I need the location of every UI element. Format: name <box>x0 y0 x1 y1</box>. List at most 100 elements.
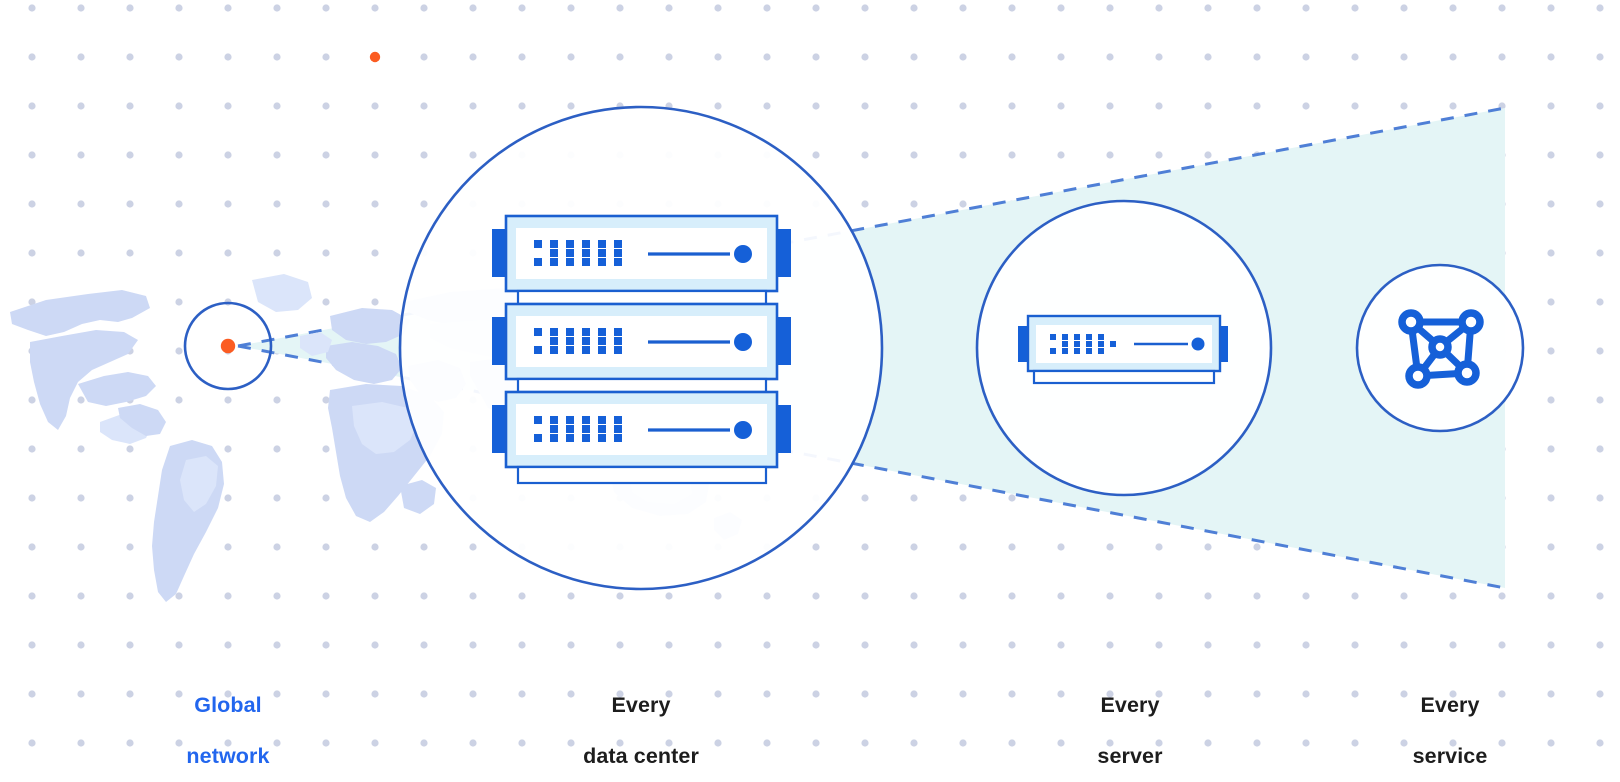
grid-dot <box>420 200 428 208</box>
grid-dot <box>273 151 281 159</box>
grid-dot <box>420 151 428 159</box>
grid-dot <box>28 53 36 61</box>
grid-dot <box>1155 4 1163 12</box>
grid-dot <box>1253 592 1261 600</box>
grid-dot <box>518 102 526 110</box>
grid-dot <box>126 4 134 12</box>
grid-dot <box>273 494 281 502</box>
grid-dot <box>126 641 134 649</box>
grid-dot <box>812 739 820 747</box>
grid-dot <box>812 592 820 600</box>
grid-dot <box>175 298 183 306</box>
grid-dot-orange <box>369 51 381 63</box>
grid-dot <box>77 4 85 12</box>
grid-dot <box>616 53 624 61</box>
grid-dot <box>224 739 232 747</box>
grid-dot <box>910 592 918 600</box>
grid-dot <box>1400 690 1408 698</box>
grid-dot <box>224 53 232 61</box>
grid-dot <box>1547 396 1555 404</box>
grid-dot <box>1008 739 1016 747</box>
grid-dot <box>1547 347 1555 355</box>
grid-dot <box>273 543 281 551</box>
grid-dot <box>126 592 134 600</box>
grid-dot <box>224 445 232 453</box>
grid-dot <box>1596 298 1604 306</box>
grid-dot <box>1449 53 1457 61</box>
grid-dot <box>126 53 134 61</box>
grid-dot <box>861 4 869 12</box>
grid-dot <box>126 200 134 208</box>
map-hotspot-dot <box>220 338 236 354</box>
grid-dot <box>1400 4 1408 12</box>
grid-dot <box>1498 641 1506 649</box>
grid-dot <box>1449 690 1457 698</box>
grid-dot <box>371 102 379 110</box>
grid-dot <box>175 4 183 12</box>
grid-dot <box>28 592 36 600</box>
grid-dot <box>1008 494 1016 502</box>
grid-dot <box>1204 739 1212 747</box>
grid-dot <box>273 53 281 61</box>
grid-dot <box>1057 641 1065 649</box>
grid-dot <box>126 543 134 551</box>
grid-dot <box>665 739 673 747</box>
grid-dot <box>77 445 85 453</box>
grid-dot <box>1008 53 1016 61</box>
grid-dot <box>273 102 281 110</box>
grid-dot <box>861 739 869 747</box>
grid-dot <box>1204 543 1212 551</box>
grid-dot <box>1204 690 1212 698</box>
grid-dot <box>714 592 722 600</box>
grid-dot <box>910 4 918 12</box>
grid-dot <box>910 53 918 61</box>
grid-dot <box>1351 4 1359 12</box>
grid-dot <box>861 690 869 698</box>
grid-dot <box>1057 102 1065 110</box>
grid-dot <box>1351 102 1359 110</box>
grid-dot <box>861 151 869 159</box>
grid-dot <box>322 102 330 110</box>
grid-dot <box>371 200 379 208</box>
grid-dot <box>812 53 820 61</box>
grid-dot <box>861 53 869 61</box>
grid-dot <box>28 690 36 698</box>
grid-dot <box>1253 641 1261 649</box>
grid-dot <box>1204 641 1212 649</box>
stage-circle-global-network[interactable] <box>183 301 273 391</box>
grid-dot <box>28 543 36 551</box>
grid-dot <box>1596 592 1604 600</box>
grid-dot <box>224 4 232 12</box>
single-server-icon <box>1018 314 1228 385</box>
grid-dot <box>28 102 36 110</box>
grid-dot <box>126 249 134 257</box>
grid-dot <box>1155 690 1163 698</box>
grid-dot <box>1057 53 1065 61</box>
grid-dot <box>371 592 379 600</box>
grid-dot <box>28 739 36 747</box>
grid-dot <box>812 4 820 12</box>
grid-dot <box>1547 4 1555 12</box>
grid-dot <box>224 641 232 649</box>
grid-dot <box>420 102 428 110</box>
grid-dot <box>910 543 918 551</box>
grid-dot <box>1351 53 1359 61</box>
grid-dot <box>175 53 183 61</box>
network-nodes-icon <box>1398 309 1484 389</box>
grid-dot <box>1547 200 1555 208</box>
grid-dot <box>469 53 477 61</box>
grid-dot <box>1400 641 1408 649</box>
grid-dot <box>28 200 36 208</box>
grid-dot <box>1155 102 1163 110</box>
grid-dot <box>420 739 428 747</box>
grid-dot <box>1106 641 1114 649</box>
grid-dot <box>714 690 722 698</box>
grid-dot <box>959 641 967 649</box>
grid-dot <box>322 298 330 306</box>
grid-dot <box>1253 53 1261 61</box>
server-rack-icon <box>492 214 791 485</box>
grid-dot <box>1057 739 1065 747</box>
grid-dot <box>77 102 85 110</box>
grid-dot <box>1400 739 1408 747</box>
